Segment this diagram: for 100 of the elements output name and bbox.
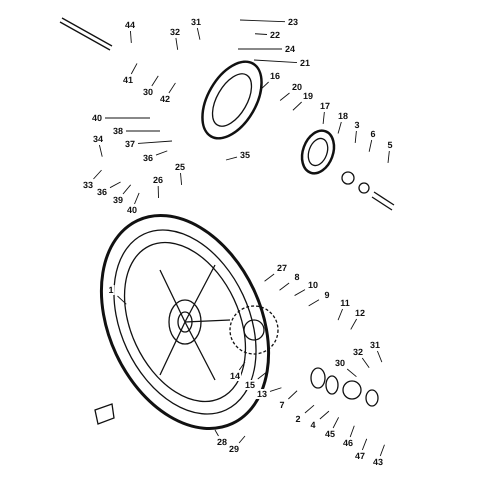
callout-number: 29: [228, 444, 240, 454]
callout-number: 38: [112, 126, 124, 136]
callout-number: 14: [229, 371, 241, 381]
callout-number: 23: [287, 17, 299, 27]
leader-line: [238, 436, 246, 444]
leader-line: [226, 156, 238, 160]
leader-line: [388, 150, 390, 164]
leader-line: [264, 274, 275, 282]
callout-number: 44: [124, 20, 136, 30]
callout-number: 39: [112, 195, 124, 205]
leader-line: [319, 410, 330, 420]
leader-line: [257, 371, 268, 380]
callout-number: 42: [159, 94, 171, 104]
leader-line: [362, 438, 368, 450]
leader-line: [196, 28, 200, 40]
callout-number: 8: [294, 272, 300, 282]
callout-number: 32: [169, 27, 181, 37]
callout-number: 1: [108, 285, 114, 295]
leader-line: [292, 102, 302, 111]
leader-line: [346, 368, 357, 378]
callout-number: 36: [96, 187, 108, 197]
leader-line: [175, 38, 178, 50]
leader-line: [259, 82, 270, 91]
callout-number: 46: [342, 438, 354, 448]
leader-line: [254, 60, 298, 63]
leader-line: [158, 186, 159, 198]
leader-line: [362, 358, 370, 368]
callout-number: 31: [190, 17, 202, 27]
leader-line: [294, 289, 306, 296]
callout-number: 25: [174, 162, 186, 172]
callout-number: 10: [307, 280, 319, 290]
leader-line: [308, 299, 320, 306]
leader-line: [350, 318, 358, 330]
leader-line: [134, 192, 140, 204]
callout-number: 28: [216, 437, 228, 447]
callout-number: 37: [124, 139, 136, 149]
callout-number: 40: [126, 205, 138, 215]
leader-line: [322, 112, 325, 124]
callout-number: 12: [354, 308, 366, 318]
leader-line: [180, 172, 182, 186]
leader-line: [288, 390, 298, 400]
leader-line: [368, 140, 372, 152]
callout-number: 27: [276, 263, 288, 273]
leader-line: [126, 130, 160, 132]
callout-number: 7: [278, 400, 286, 410]
callout-number: 35: [239, 150, 251, 160]
callout-number: 30: [142, 87, 154, 97]
leader-line: [354, 130, 357, 144]
callout-number: 3: [354, 120, 360, 130]
callout-number: 31: [369, 340, 381, 350]
callout-number: 16: [269, 71, 281, 81]
callout-number: 21: [299, 58, 311, 68]
leader-line: [130, 30, 132, 44]
leader-line: [214, 430, 219, 436]
callout-number: 2: [294, 414, 302, 424]
leader-line: [332, 416, 340, 428]
callout-number: 34: [92, 134, 104, 144]
callout-number: 24: [284, 44, 296, 54]
callout-number: 45: [324, 429, 336, 439]
callout-number: 13: [256, 389, 268, 399]
leader-line: [270, 387, 282, 392]
leader-line: [280, 92, 290, 101]
callout-number: 41: [122, 75, 134, 85]
callout-number: 33: [82, 180, 94, 190]
leader-line: [98, 144, 103, 158]
callout-number: 30: [334, 358, 346, 368]
leader-line: [122, 184, 132, 194]
callout-number: 47: [354, 451, 366, 461]
leader-line: [238, 48, 282, 50]
leader-line: [110, 182, 122, 188]
callout-number: 40: [91, 113, 103, 123]
leader-line: [254, 33, 268, 35]
callout-number: 36: [142, 153, 154, 163]
leader-line: [279, 282, 290, 291]
callout-number: 32: [352, 347, 364, 357]
leader-line: [117, 296, 127, 305]
callout-number: 11: [339, 298, 351, 308]
callout-number: 17: [319, 101, 331, 111]
callout-number: 22: [269, 30, 281, 40]
leader-line: [138, 140, 172, 144]
leader-line: [350, 425, 355, 438]
leader-line: [338, 308, 344, 321]
callout-number: 26: [152, 175, 164, 185]
leader-line: [238, 362, 246, 370]
leader-line: [380, 444, 385, 456]
callout-number: 43: [372, 457, 384, 467]
callout-number: 20: [291, 82, 303, 92]
leader-line: [338, 122, 342, 134]
leader-line: [130, 63, 138, 74]
leader-line: [240, 20, 286, 22]
callout-number: 19: [302, 91, 314, 101]
leader-line: [168, 82, 176, 94]
callout-number: 18: [337, 111, 349, 121]
callout-number: 5: [386, 140, 394, 150]
leader-line: [156, 150, 168, 156]
leader-line: [151, 75, 159, 86]
leader-line: [304, 404, 314, 414]
callout-number: 4: [310, 420, 316, 430]
leader-line: [93, 170, 102, 180]
callout-number: 15: [244, 380, 256, 390]
